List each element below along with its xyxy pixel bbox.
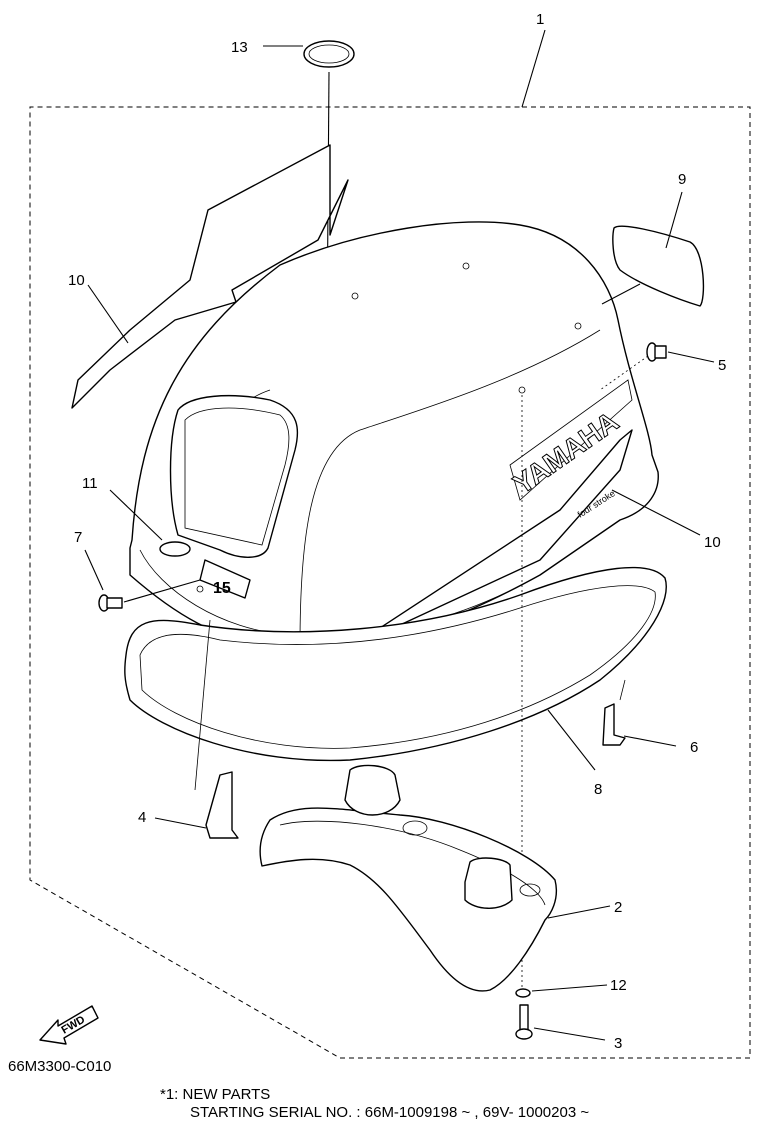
callout-1: 1 (536, 11, 544, 28)
diagram-code: 66M3300-C010 (8, 1058, 112, 1075)
callout-4: 4 (138, 809, 146, 826)
new-parts-note: *1: NEW PARTS (160, 1086, 271, 1103)
part-4-bracket (205, 771, 239, 839)
part-13-grommet (303, 40, 355, 68)
callout-11: 11 (82, 475, 98, 492)
part-9-pad (612, 225, 705, 307)
part-5-pin (646, 342, 667, 362)
assembly-boundary (29, 106, 751, 1059)
part-10-side-graphic-left (71, 144, 349, 409)
part-7-pin (98, 594, 123, 612)
callout-9: 9 (678, 171, 686, 188)
part-8-seal (124, 566, 667, 762)
callout-3: 3 (614, 1035, 622, 1052)
callout-2: 2 (614, 899, 622, 916)
callout-10-right: 10 (704, 534, 721, 551)
callout-10-left: 10 (68, 272, 85, 289)
fwd-arrow-icon: FWD (39, 1005, 99, 1045)
callout-13: 13 (231, 39, 248, 56)
part-11-emblem: 15 (159, 541, 251, 599)
serial-number-note: STARTING SERIAL NO. : 66M-1009198 ~ , 69… (190, 1104, 590, 1121)
callout-7: 7 (74, 529, 82, 546)
callout-8: 8 (594, 781, 602, 798)
part-12-washer (515, 988, 531, 998)
part-6-bracket (602, 703, 626, 746)
part-3-screw (515, 1004, 533, 1040)
model-badge-text: 15 (213, 580, 231, 597)
part-2-support (259, 764, 557, 992)
callout-6: 6 (690, 739, 698, 756)
callout-5: 5 (718, 357, 726, 374)
callout-12: 12 (610, 977, 627, 994)
